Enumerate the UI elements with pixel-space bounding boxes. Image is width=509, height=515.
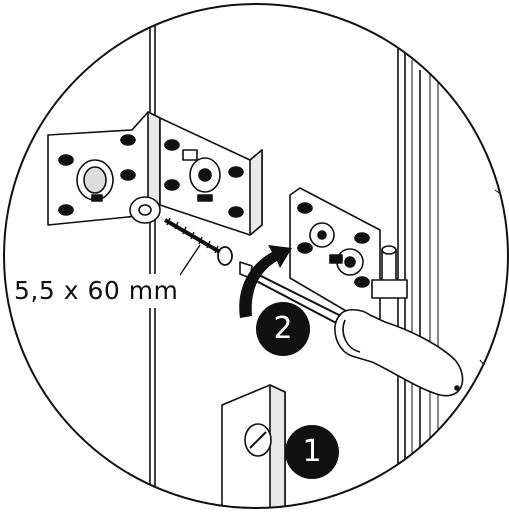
screw-icon (163, 217, 233, 266)
step-1-badge: 1 (285, 425, 339, 479)
screw-size-label: 5,5 x 60 mm (12, 274, 181, 308)
washer-icon (129, 196, 161, 224)
rotation-arrow-icon (239, 245, 292, 318)
detail-circle (3, 3, 509, 509)
hinge-plate-right-icon (289, 187, 408, 326)
step-2-badge: 2 (256, 302, 310, 356)
hinge-bottom-icon (221, 384, 286, 508)
door-frame (149, 4, 508, 508)
hinge-plate-left-icon (47, 111, 263, 236)
